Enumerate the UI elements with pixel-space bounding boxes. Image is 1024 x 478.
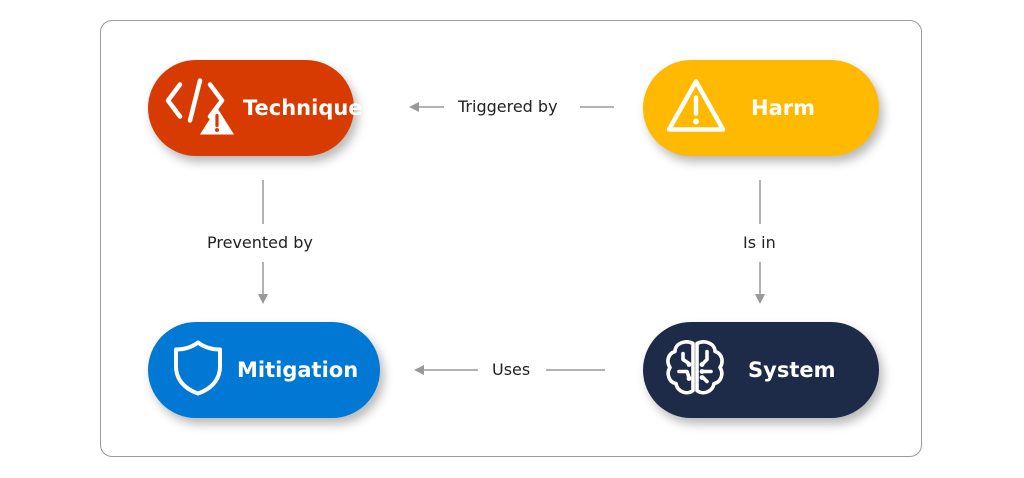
warning-icon [665,78,727,139]
shield-icon [172,339,224,402]
code-warning-icon [164,75,242,142]
node-system: System [643,322,879,418]
edge-prevented-by-arrowhead [258,294,268,304]
edge-uses-arrowhead [414,365,424,375]
node-technique: Technique [148,60,363,156]
node-harm: Harm [643,60,879,156]
edge-label-prevented-by: Prevented by [207,233,313,252]
node-technique-label: Technique [243,96,363,120]
brain-circuit-icon [663,338,727,403]
edge-label-triggered-by: Triggered by [458,97,558,116]
edge-label-uses: Uses [492,360,531,379]
node-harm-label: Harm [751,96,815,120]
node-system-label: System [748,358,836,382]
node-mitigation-label: Mitigation [237,358,359,382]
diagram-frame [100,20,922,457]
edge-is-in-arrowhead [755,294,765,304]
edge-label-is-in: Is in [743,233,776,252]
node-mitigation: Mitigation [148,322,380,418]
edge-triggered-by-arrowhead [409,102,419,112]
